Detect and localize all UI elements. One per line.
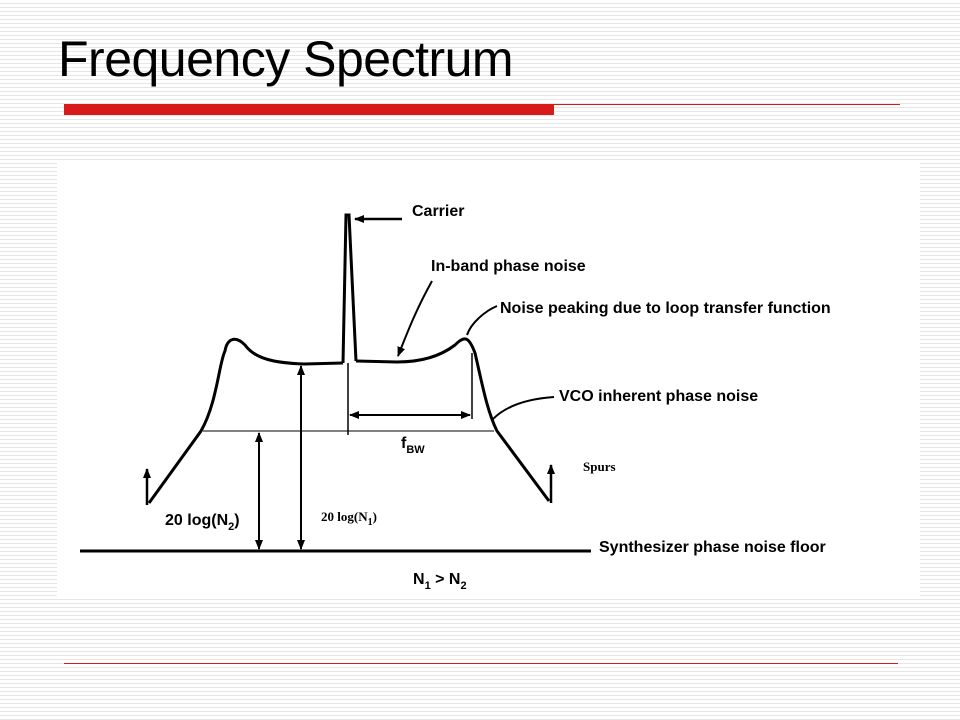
log-n1-label-sub: 1 [368, 517, 373, 528]
rel-n1-sub: 1 [425, 580, 431, 592]
log-n1-label-post: ) [373, 509, 377, 524]
fbw-label-main: f [401, 435, 407, 452]
spectrum-envelope-curve [147, 337, 344, 504]
log-n2-label-sub: 2 [228, 521, 234, 533]
carrier-spike [341, 213, 358, 364]
in-band-phase-noise-label: In-band phase noise [431, 258, 586, 275]
title-underline-accent [64, 104, 554, 115]
log-n2-label-pre: 20 log(N [165, 512, 228, 529]
title-underline-line [554, 104, 900, 105]
footer-rule [64, 663, 898, 664]
noise-peaking-pointer [466, 305, 498, 336]
n1-gt-n2-label: N1 > N2 [413, 571, 467, 592]
log-n2-label-post: ) [234, 512, 239, 529]
rel-n1: N [413, 571, 425, 588]
spurs-label: Spurs [583, 459, 616, 474]
vco-pointer [492, 396, 555, 420]
fbw-label-sub: BW [406, 444, 425, 456]
rel-n2-sub: 2 [460, 580, 466, 592]
phase-noise-floor-label: Synthesizer phase noise floor [599, 539, 826, 556]
carrier-label: Carrier [412, 203, 464, 220]
in-band-pointer [397, 280, 433, 357]
fbw-label: fBW [401, 435, 425, 456]
slide-title: Frequency Spectrum [58, 31, 514, 87]
log-n1-label-pre: 20 log(N [321, 509, 368, 524]
vco-phase-noise-label: VCO inherent phase noise [559, 388, 758, 405]
spectrum-diagram: Carrier In-band phase noise Noise peakin… [80, 203, 831, 592]
log-n1-label: 20 log(N1) [321, 509, 377, 528]
noise-peaking-label: Noise peaking due to loop transfer funct… [500, 300, 831, 317]
spectrum-envelope-curve-right [355, 337, 551, 502]
spectrum-figure: Carrier In-band phase noise Noise peakin… [57, 163, 920, 599]
rel-gt: > N [431, 571, 461, 588]
log-n2-label: 20 log(N2) [165, 512, 240, 533]
